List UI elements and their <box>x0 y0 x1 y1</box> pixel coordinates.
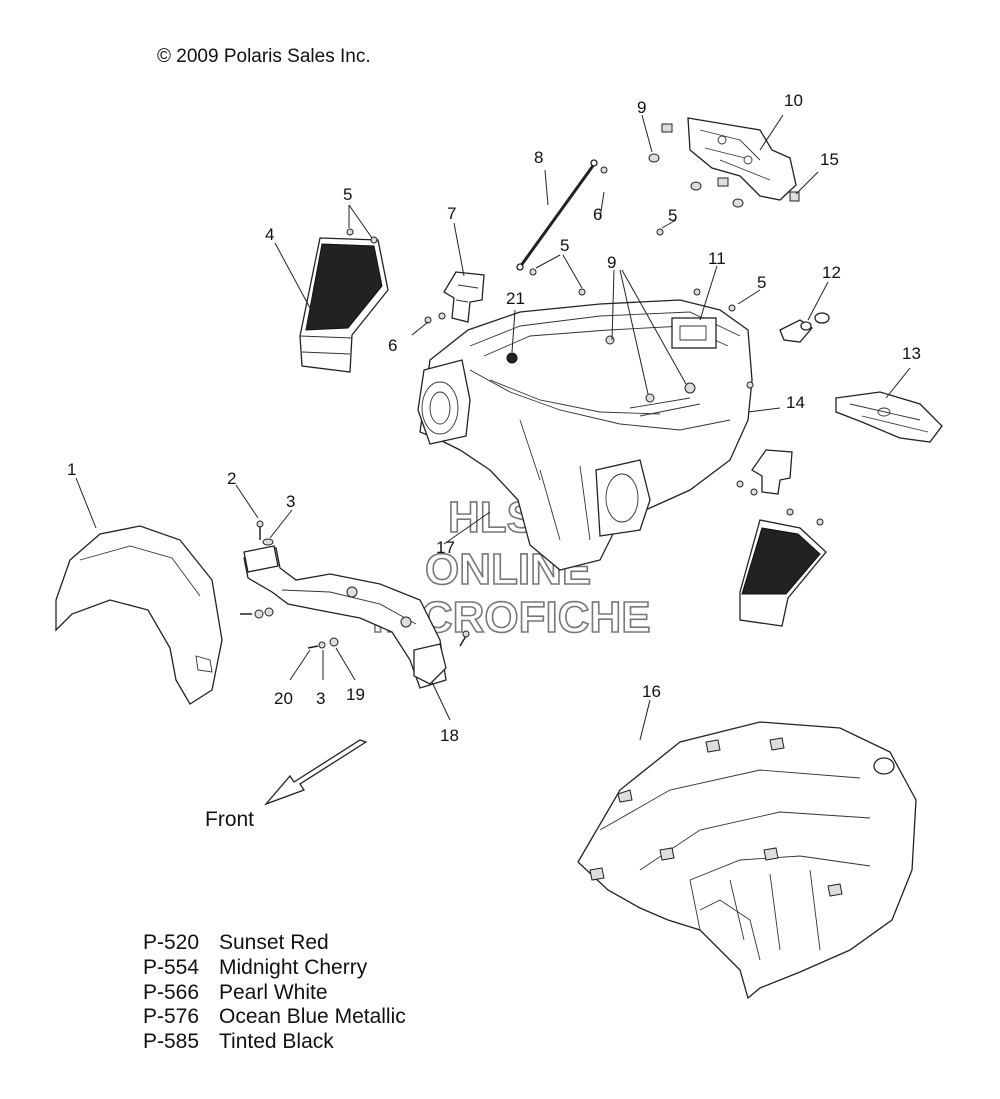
callout-5c: 5 <box>668 206 677 225</box>
callout-20: 20 <box>274 689 293 708</box>
callout-5d: 5 <box>757 273 766 292</box>
part-13-plate <box>835 391 943 443</box>
color-name: Ocean Blue Metallic <box>219 1005 406 1028</box>
callout-15: 15 <box>820 150 839 169</box>
color-name: Pearl White <box>219 981 328 1004</box>
callout-11: 11 <box>708 249 726 268</box>
callout-4: 4 <box>265 225 274 244</box>
color-code-legend: P-520 Sunset Red P-554 Midnight Cherry P… <box>143 931 406 1053</box>
front-label: Front <box>205 808 254 831</box>
callout-14: 14 <box>786 393 805 412</box>
part-right-bracket <box>736 449 824 526</box>
callout-16: 16 <box>642 682 661 701</box>
color-name: Tinted Black <box>219 1030 334 1053</box>
part-10-bracket-plate <box>648 117 800 208</box>
part-4-speaker-grille-left <box>299 228 389 373</box>
callout-19: 19 <box>346 685 365 704</box>
color-code: P-520 <box>143 931 199 954</box>
callout-5a: 5 <box>343 185 352 204</box>
callout-18: 18 <box>440 726 459 745</box>
color-name: Sunset Red <box>219 931 329 954</box>
callout-13: 13 <box>902 344 921 363</box>
part-18-support <box>243 545 447 689</box>
part-1-cover-shell <box>55 525 223 705</box>
callout-8: 8 <box>534 148 543 167</box>
part-speaker-grille-right <box>739 519 827 627</box>
callout-5b: 5 <box>560 236 569 255</box>
callout-9a: 9 <box>637 98 646 117</box>
callout-10: 10 <box>784 91 803 110</box>
callout-numbers: 1 2 3 3 4 5 5 5 5 6 6 7 8 9 9 10 11 12 1… <box>67 91 921 745</box>
callout-12: 12 <box>822 263 841 282</box>
callout-17: 17 <box>436 538 455 557</box>
part-12-latch <box>779 312 830 343</box>
color-code: P-554 <box>143 956 199 979</box>
callout-1: 1 <box>67 460 76 479</box>
color-code: P-576 <box>143 1005 199 1028</box>
callout-3b: 3 <box>316 689 325 708</box>
leader-lines <box>75 114 911 741</box>
callout-6b: 6 <box>388 336 397 355</box>
front-direction-arrow <box>263 739 368 806</box>
callout-2: 2 <box>227 469 236 488</box>
part-16-lid <box>577 721 917 1000</box>
color-code: P-585 <box>143 1030 199 1053</box>
callout-6a: 6 <box>593 205 602 224</box>
small-fasteners <box>240 520 470 649</box>
callout-3a: 3 <box>286 492 295 511</box>
callout-7: 7 <box>447 204 456 223</box>
callout-9b: 9 <box>607 253 616 272</box>
fasteners <box>529 228 736 312</box>
copyright-text: © 2009 Polaris Sales Inc. <box>157 46 371 67</box>
callout-21: 21 <box>506 289 525 308</box>
color-code: P-566 <box>143 981 199 1004</box>
color-name: Midnight Cherry <box>219 956 368 979</box>
part-7-bracket <box>424 271 485 324</box>
part-8-rod <box>516 159 608 271</box>
